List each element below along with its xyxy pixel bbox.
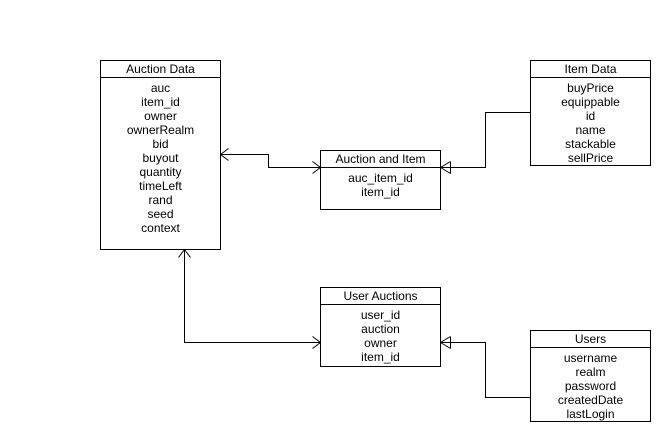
attribute-owner: owner — [144, 109, 177, 123]
connector-auction-data-to-user-auctions — [184, 249, 321, 343]
attribute-auc: auc — [150, 81, 171, 95]
attribute-item-id: item_id — [141, 95, 180, 109]
entity-item-data[interactable]: Item Data buyPrice equippable id name st… — [530, 60, 651, 166]
attribute-name: name — [575, 123, 606, 137]
attribute-time-left: timeLeft — [139, 179, 182, 193]
attribute-rand: rand — [148, 193, 173, 207]
attribute-item-id: item_id — [361, 185, 400, 199]
attribute-seed: seed — [147, 207, 174, 221]
connector-users-to-user-auctions — [440, 342, 531, 398]
attribute-username: username — [563, 351, 618, 365]
attribute-auc-item-id: auc_item_id — [348, 171, 413, 185]
connector-item-data-to-auction-and-item — [440, 112, 531, 168]
attribute-password: password — [564, 379, 617, 393]
bar-user-auctions-right — [440, 336, 451, 349]
attribute-owner-realm: ownerRealm — [126, 123, 195, 137]
attribute-buy-price: buyPrice — [567, 81, 614, 95]
entity-auction-and-item[interactable]: Auction and Item auc_item_id item_id — [320, 150, 441, 210]
attribute-context: context — [141, 221, 180, 235]
crowsfoot-auction-data-bottom — [178, 249, 191, 258]
crowsfoot-auction-and-item-left — [312, 161, 321, 174]
entity-item-data-title: Item Data — [531, 61, 650, 78]
entity-item-data-attributes: buyPrice equippable id name stackable se… — [531, 78, 650, 165]
entity-auction-and-item-attributes: auc_item_id item_id — [321, 168, 440, 199]
attribute-last-login: lastLogin — [566, 407, 615, 421]
entity-auction-and-item-title: Auction and Item — [321, 151, 440, 168]
entity-auction-data[interactable]: Auction Data auc item_id owner ownerReal… — [100, 60, 221, 250]
bar-auction-and-item-right — [440, 161, 451, 174]
attribute-item-id: item_id — [361, 350, 400, 364]
attribute-user-id: user_id — [360, 308, 401, 322]
crowsfoot-user-auctions-left — [312, 336, 321, 349]
entity-users-attributes: username realm password createdDate last… — [531, 348, 650, 421]
attribute-owner: owner — [364, 336, 397, 350]
attribute-sell-price: sellPrice — [567, 151, 614, 165]
crowsfoot-auction-data-right — [220, 148, 229, 161]
attribute-auction: auction — [361, 322, 400, 336]
entity-user-auctions-attributes: user_id auction owner item_id — [321, 305, 440, 364]
entity-auction-data-attributes: auc item_id owner ownerRealm bid buyout … — [101, 78, 220, 235]
attribute-buyout: buyout — [142, 151, 179, 165]
entity-user-auctions-title: User Auctions — [321, 288, 440, 305]
entity-users[interactable]: Users username realm password createdDat… — [530, 330, 651, 422]
attribute-stackable: stackable — [565, 137, 616, 151]
entity-auction-data-title: Auction Data — [101, 61, 220, 78]
attribute-id: id — [585, 109, 596, 123]
attribute-bid: bid — [152, 137, 169, 151]
attribute-created-date: createdDate — [557, 393, 624, 407]
attribute-realm: realm — [575, 365, 606, 379]
connector-auction-data-to-auction-and-item — [220, 154, 321, 168]
entity-user-auctions[interactable]: User Auctions user_id auction owner item… — [320, 287, 441, 367]
entity-users-title: Users — [531, 331, 650, 348]
attribute-quantity: quantity — [139, 165, 182, 179]
attribute-equippable: equippable — [561, 95, 620, 109]
